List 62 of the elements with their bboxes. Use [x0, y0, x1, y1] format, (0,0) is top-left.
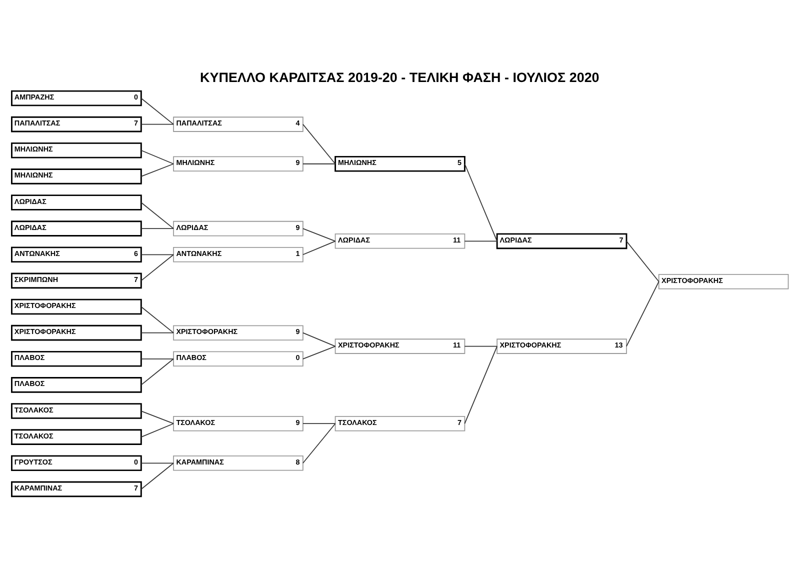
connector — [140, 358, 174, 386]
connector — [140, 228, 174, 230]
node-box: ΜΗΛΙΩΝΗΣ 9 — [173, 156, 304, 172]
node-box: ΛΩΡΙΔΑΣ 11 — [334, 234, 466, 249]
node-box: ΜΗΛΙΩΝΗΣ — [11, 142, 142, 158]
node-box: ΚΑΡΑΜΠΙΝΑΣ 7 — [11, 481, 142, 498]
node-box: ΧΡΙΣΤΟΦΟΡΑΚΗΣ 11 — [334, 338, 466, 354]
node-box: ΜΗΛΙΩΝΗΣ — [11, 168, 142, 184]
connector — [626, 281, 660, 347]
connector — [140, 254, 174, 256]
connector — [140, 410, 174, 424]
connector — [140, 150, 174, 164]
node-box: ΚΑΡΑΜΠΙΝΑΣ 8 — [173, 456, 304, 471]
connector — [626, 240, 660, 282]
node-box: ΤΣΟΛΑΚΟΣ 9 — [173, 416, 304, 432]
connector — [140, 462, 174, 464]
node-box: ΧΡΙΣΤΟΦΟΡΑΚΗΣ — [11, 298, 142, 315]
node-box: ΧΡΙΣΤΟΦΟΡΑΚΗΣ 13 — [496, 338, 627, 354]
node-box: ΑΜΠΡΑΖΗΣ 0 — [11, 90, 142, 106]
diagram-title: ΚΥΠΕΛΛΟ ΚΑΡΔΙΤΣΑΣ 2019-20 - ΤΕΛΙΚΗ ΦΑΣΗ - ΙΟΥΛΙΟΣ 2020 — [200, 70, 600, 86]
node-box: ΤΣΟΛΑΚΟΣ 7 — [334, 416, 466, 432]
connector — [302, 332, 336, 347]
node-box: ΠΑΠΑΛΙΤΣΑΣ 7 — [11, 116, 142, 132]
connector — [140, 163, 174, 177]
node-box: ΑΝΤΩΝΑΚΗΣ 1 — [173, 247, 304, 262]
connector — [464, 346, 498, 347]
connector — [302, 346, 336, 360]
node-box: ΛΩΡΙΔΑΣ — [11, 220, 142, 236]
node-box: ΛΩΡΙΔΑΣ 9 — [173, 220, 304, 236]
connector — [140, 98, 174, 125]
node-box: ΧΡΙΣΤΟΦΟΡΑΚΗΣ — [658, 274, 789, 290]
connector — [140, 423, 174, 438]
node-box: ΠΛΑΒΟΣ — [11, 350, 142, 367]
connector — [140, 202, 174, 230]
node-box: ΠΛΑΒΟΣ — [11, 377, 142, 393]
connector — [302, 240, 336, 256]
connector — [140, 124, 174, 125]
connector — [302, 228, 336, 242]
node-box: ΤΣΟΛΑΚΟΣ — [11, 403, 142, 419]
node-box: ΜΗΛΙΩΝΗΣ 5 — [334, 156, 466, 172]
node-box: ΑΝΤΩΝΑΚΗΣ 6 — [11, 246, 142, 263]
connector — [140, 306, 174, 334]
node-box: ΧΡΙΣΤΟΦΟΡΑΚΗΣ — [11, 324, 142, 341]
node-box: ΛΩΡΙΔΑΣ 7 — [496, 233, 628, 250]
node-box: ΛΩΡΙΔΑΣ — [11, 194, 142, 210]
connector — [302, 423, 336, 424]
connector — [464, 240, 498, 242]
connector — [140, 358, 174, 360]
node-box: ΠΛΑΒΟΣ 0 — [173, 351, 304, 367]
node-box: ΤΣΟΛΑΚΟΣ — [11, 429, 142, 445]
connector — [464, 346, 498, 424]
connector — [140, 462, 174, 490]
connector — [140, 254, 174, 282]
node-box: ΧΡΙΣΤΟΦΟΡΑΚΗΣ 9 — [173, 325, 304, 340]
connector — [464, 163, 498, 242]
node-box: ΣΚΡΙΜΠΩΝΗ 7 — [11, 272, 142, 289]
connector — [302, 423, 336, 464]
connector — [302, 163, 336, 164]
node-box: ΠΑΠΑΛΙΤΣΑΣ 4 — [173, 116, 304, 132]
connector — [302, 124, 336, 164]
connector — [140, 332, 174, 334]
node-box: ΓΡΟΥΤΣΟΣ 0 — [11, 455, 142, 472]
